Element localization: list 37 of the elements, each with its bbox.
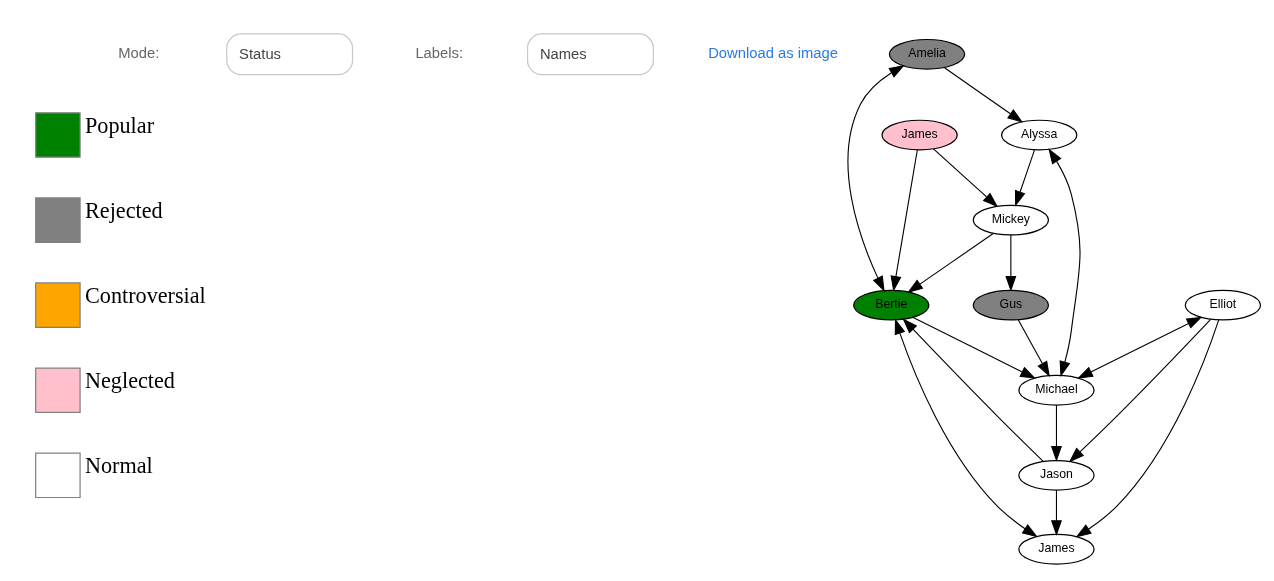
label: Labels: [415,44,464,61]
legend-label: Controversial [85,282,206,308]
node-ellipse: Gus [972,289,1050,321]
arrow [932,147,999,207]
node-ellipse: Michael [1018,374,1095,406]
arrow [944,66,1024,123]
label: Download as image [708,44,839,61]
arrow [1077,316,1203,379]
node-ellipse: James [881,119,958,150]
arrow [1050,489,1062,536]
arrow [1015,148,1036,207]
arrow [847,64,905,292]
arrow [894,318,1038,537]
arrow [907,232,994,293]
arrow [912,316,1036,379]
arrow [1017,319,1050,377]
legend-label: Neglected [85,367,175,393]
node-ellipse: Mickey [972,204,1050,236]
node-ellipse: Bertie [853,289,930,321]
arrow [1005,233,1017,292]
arrow [1048,147,1081,377]
arrow [890,148,918,292]
arrow [1068,318,1212,462]
label: Mode: [118,44,160,61]
legend-label: Normal [85,452,153,478]
node-ellipse: Alyssa [1001,119,1078,150]
node-ellipse: James [1018,533,1095,565]
legend-label: Popular [85,112,155,138]
arrow [902,317,1044,462]
arrow [1050,404,1062,462]
label: Names [539,45,587,62]
node-ellipse: Amelia [888,38,966,70]
arrow [1075,319,1220,537]
label: Status [239,45,282,62]
node-ellipse: Jason [1018,459,1095,491]
legend-label: Rejected [85,197,163,223]
node-ellipse: Elliot [1184,289,1262,321]
